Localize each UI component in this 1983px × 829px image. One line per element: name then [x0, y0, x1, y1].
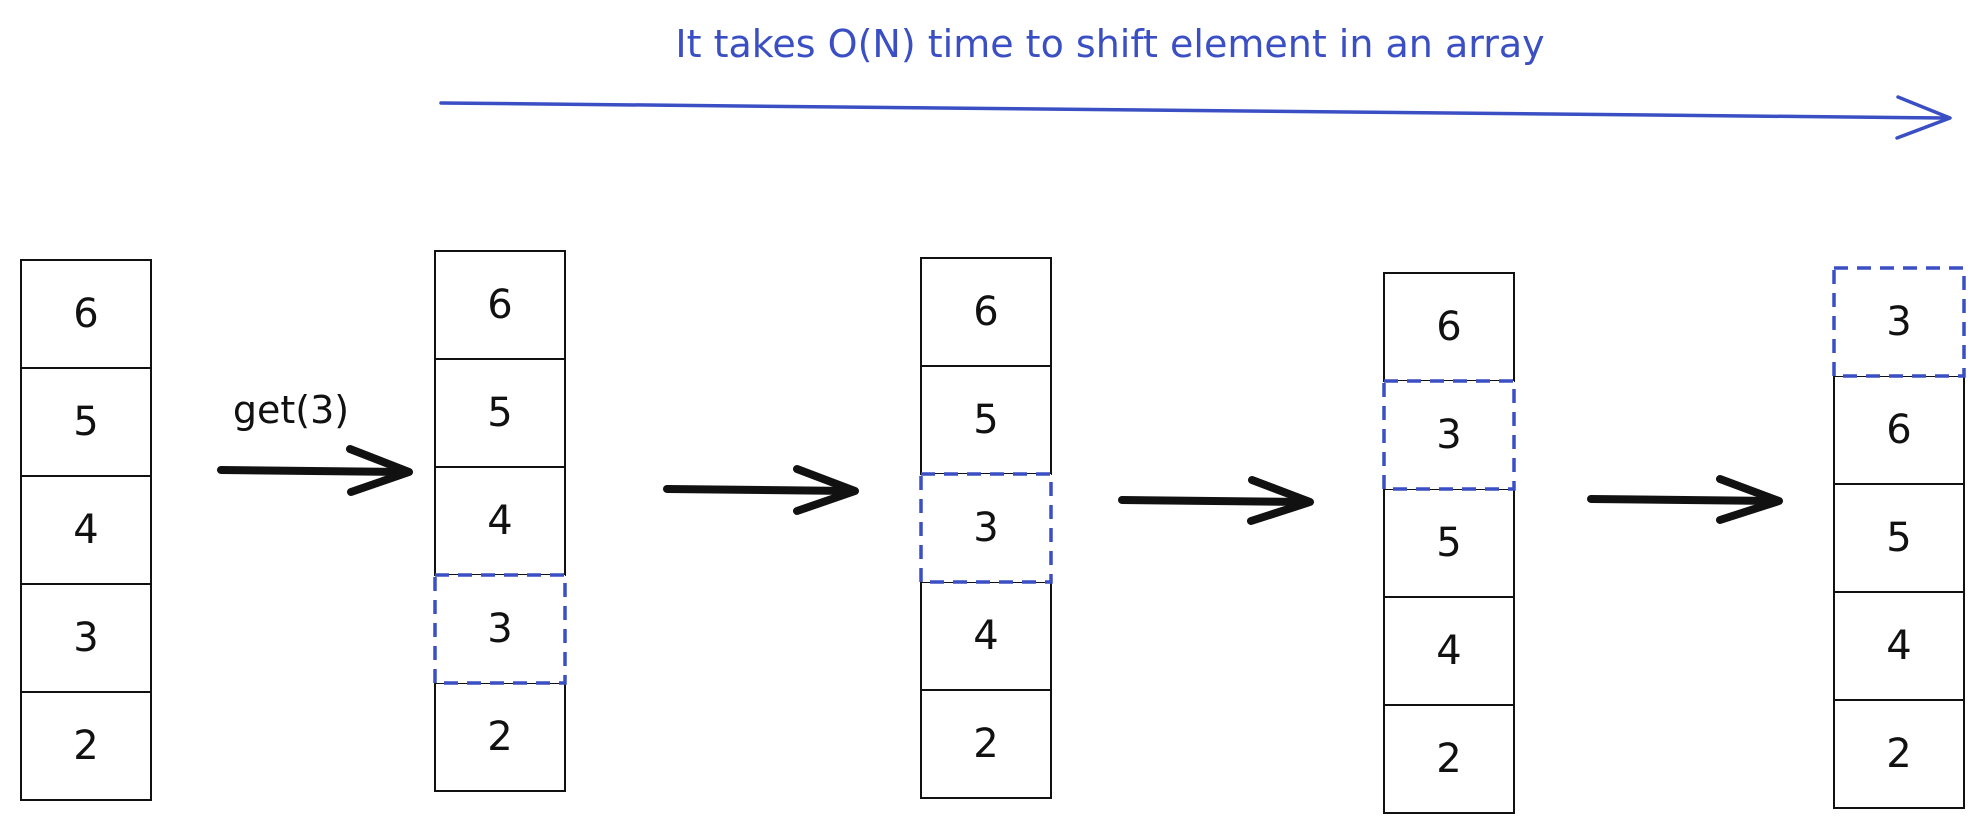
- cell-box: [1833, 591, 1965, 701]
- cell-box: [920, 689, 1052, 799]
- array-cell: 6: [434, 250, 566, 360]
- array-cell: 2: [920, 689, 1052, 799]
- array-cell: 5: [1833, 483, 1965, 593]
- array-stack-2: 6 5 4 2 3: [433, 250, 567, 792]
- array-cell: 2: [20, 691, 152, 801]
- time-arrow-shaft: [439, 101, 1950, 120]
- transition-arrow-4: [1587, 475, 1783, 524]
- cell-box: [433, 573, 567, 685]
- array-cell: 5: [1383, 488, 1515, 598]
- cell-box: [920, 365, 1052, 475]
- array-cell: 5: [920, 365, 1052, 475]
- get-operation-label: get(3): [233, 388, 349, 432]
- array-cell: 6: [920, 257, 1052, 367]
- cell-value: 4: [1886, 623, 1911, 669]
- cell-value: 3: [487, 606, 512, 652]
- cell-value: 5: [1886, 515, 1911, 561]
- array-stacks: 6 5 4 3 2 6 5 4 2 3 6 5 4 2 3 6 5 4 2 3 6 5 4 2 3: [20, 250, 1966, 814]
- cell-box: [1833, 699, 1965, 809]
- array-cell: 2: [1833, 699, 1965, 809]
- cell-box: [434, 466, 566, 576]
- array-cell: 6: [20, 259, 152, 369]
- time-arrow: [439, 95, 1952, 140]
- array-cell: 4: [1833, 591, 1965, 701]
- array-cell: 6: [1833, 375, 1965, 485]
- cell-value: 3: [973, 505, 998, 551]
- transition-arrows: [217, 445, 1783, 525]
- cell-value: 3: [1886, 299, 1911, 345]
- cell-value: 2: [1886, 731, 1911, 777]
- array-cell: 3: [20, 583, 152, 693]
- cell-box: [20, 691, 152, 801]
- cell-value: 6: [487, 282, 512, 328]
- cell-value: 5: [73, 399, 98, 445]
- cell-box: [434, 682, 566, 792]
- cell-box: [1383, 488, 1515, 598]
- highlighted-cell: 3: [1382, 379, 1516, 491]
- array-cell: 2: [434, 682, 566, 792]
- cell-box: [1382, 379, 1516, 491]
- cell-box: [20, 259, 152, 369]
- cell-box: [1832, 266, 1966, 378]
- transition-arrow-1: [217, 445, 413, 496]
- array-cell: 4: [434, 466, 566, 576]
- array-stack-3: 6 5 4 2 3: [919, 257, 1053, 799]
- time-arrow-head: [1895, 95, 1952, 140]
- highlighted-cell: 3: [433, 573, 567, 685]
- array-cell: 4: [1383, 596, 1515, 706]
- array-cell: 4: [20, 475, 152, 585]
- cell-value: 5: [1436, 520, 1461, 566]
- cell-value: 4: [1436, 628, 1461, 674]
- transition-arrow-2: [663, 465, 859, 515]
- cell-value: 2: [1436, 736, 1461, 782]
- transition-arrow-3: [1118, 476, 1314, 525]
- cell-box: [1383, 704, 1515, 814]
- array-stack-5: 6 5 4 2 3: [1832, 266, 1966, 809]
- cell-box: [434, 250, 566, 360]
- cell-box: [1383, 596, 1515, 706]
- cell-value: 2: [973, 721, 998, 767]
- cell-value: 3: [73, 615, 98, 661]
- array-stack-1: 6 5 4 3 2: [20, 259, 152, 801]
- array-cell: 5: [20, 367, 152, 477]
- cell-value: 4: [73, 507, 98, 553]
- cell-value: 2: [487, 714, 512, 760]
- cell-value: 6: [1436, 304, 1461, 350]
- array-stack-4: 6 5 4 2 3: [1382, 272, 1516, 814]
- cell-value: 6: [1886, 407, 1911, 453]
- cell-value: 6: [73, 291, 98, 337]
- cell-box: [1383, 272, 1515, 382]
- array-cell: 2: [1383, 704, 1515, 814]
- cell-value: 4: [973, 613, 998, 659]
- cell-box: [919, 472, 1053, 584]
- cell-box: [434, 358, 566, 468]
- cell-box: [1833, 375, 1965, 485]
- array-cell: 6: [1383, 272, 1515, 382]
- highlighted-cell: 3: [919, 472, 1053, 584]
- cell-value: 6: [973, 289, 998, 335]
- diagram-title: It takes O(N) time to shift element in a…: [675, 22, 1544, 66]
- array-cell: 4: [920, 581, 1052, 691]
- cell-value: 3: [1436, 412, 1461, 458]
- cell-value: 5: [973, 397, 998, 443]
- cell-value: 5: [487, 390, 512, 436]
- highlighted-cell: 3: [1832, 266, 1966, 378]
- array-cell: 5: [434, 358, 566, 468]
- cell-value: 4: [487, 498, 512, 544]
- cell-value: 2: [73, 723, 98, 769]
